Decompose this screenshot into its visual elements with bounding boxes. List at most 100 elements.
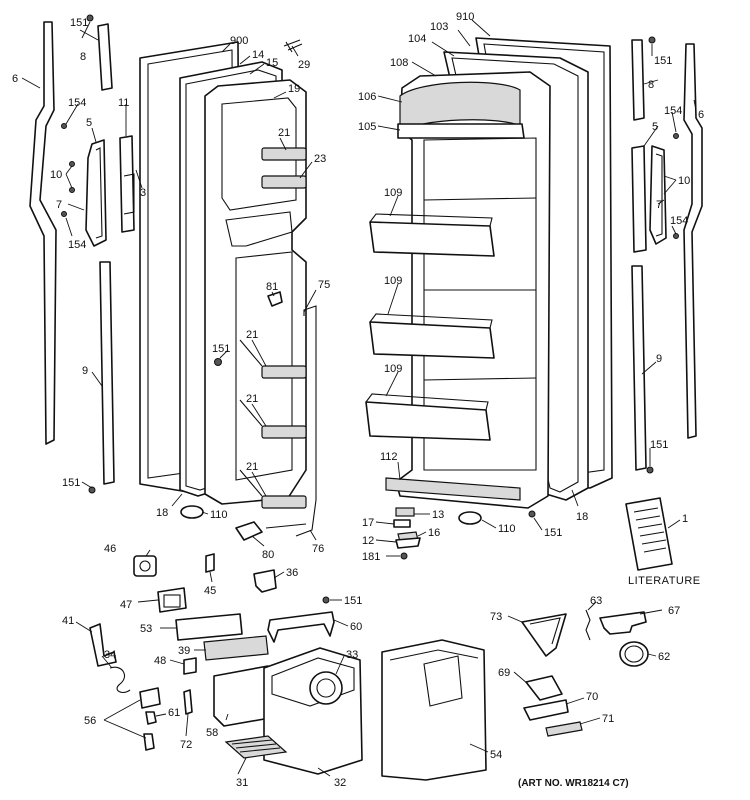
- trim-8-left: [97, 23, 113, 91]
- callout-154: 154: [664, 105, 682, 117]
- art-number-caption: (ART NO. WR18214 C7): [518, 778, 629, 789]
- screw-151-dispenser: [322, 596, 330, 604]
- control-39: [203, 635, 269, 661]
- solenoid-56: [139, 687, 161, 709]
- callout-72: 72: [180, 739, 192, 751]
- callout-48: 48: [154, 655, 166, 667]
- literature-booklet: [625, 497, 673, 571]
- callout-76: 76: [312, 543, 324, 555]
- pad-71: [545, 721, 583, 737]
- grommet-48: [183, 657, 197, 675]
- callout-13: 13: [432, 509, 444, 521]
- bushing-17: [393, 519, 411, 528]
- hinge-cover-110-right: [458, 511, 482, 525]
- screw-154-b: [61, 211, 67, 217]
- fresh-food-door-assembly: [365, 37, 613, 560]
- wiring-34: [109, 666, 131, 693]
- callout-9: 9: [82, 365, 88, 377]
- callout-154: 154: [670, 215, 688, 227]
- door-handle-trim-6-left: [29, 21, 57, 445]
- dispenser-cover-54: [381, 639, 487, 781]
- switch-46: [133, 555, 157, 577]
- callout-75: 75: [318, 279, 330, 291]
- ice-chute-73: [521, 613, 567, 657]
- callout-105: 105: [358, 121, 376, 133]
- callout-34: 34: [104, 649, 116, 661]
- door-shelf-21-top: [261, 147, 307, 161]
- screw-151-bottom-left: [88, 486, 96, 494]
- callout-21: 21: [278, 127, 290, 139]
- part-72: [183, 689, 193, 715]
- tube-76: [265, 523, 307, 529]
- hinge-12: [395, 537, 421, 549]
- callout-154: 154: [68, 239, 86, 251]
- callout-16: 16: [428, 527, 440, 539]
- door-shelf-21-upper: [261, 365, 307, 379]
- callout-54: 54: [490, 749, 502, 761]
- callout-151: 151: [544, 527, 562, 539]
- literature-label: LITERATURE: [628, 575, 701, 587]
- callout-56: 56: [84, 715, 96, 727]
- freezer-door-inner-liner: [204, 79, 307, 505]
- door-handle-trim-6-right: [683, 43, 703, 439]
- callout-29: 29: [298, 59, 310, 71]
- door-shelf-21-lower: [261, 495, 307, 509]
- screw-154-d: [673, 233, 679, 239]
- screw-154-c: [673, 133, 679, 139]
- callout-23: 23: [314, 153, 326, 165]
- fitting-56b: [143, 733, 155, 751]
- screw-10-a: [69, 161, 75, 167]
- callout-910: 910: [456, 11, 474, 23]
- callout-10: 10: [50, 169, 62, 181]
- lower-trim-9-right: [631, 265, 647, 471]
- handle-5-right: [631, 145, 647, 253]
- callout-18: 18: [576, 511, 588, 523]
- trim-8-right: [631, 39, 645, 121]
- callout-5: 5: [86, 117, 92, 129]
- callout-61: 61: [168, 707, 180, 719]
- hinge-13: [395, 507, 415, 517]
- part-45: [205, 553, 215, 573]
- callout-18: 18: [156, 507, 168, 519]
- bracket-60: [267, 611, 335, 643]
- lever-70: [523, 699, 569, 721]
- callout-5: 5: [652, 121, 658, 133]
- wire-75: [295, 305, 317, 537]
- callout-8: 8: [80, 51, 86, 63]
- lower-trim-9-left: [99, 261, 115, 485]
- bracket-67: [599, 611, 647, 635]
- callout-21: 21: [246, 461, 258, 473]
- harness-41: [89, 623, 117, 667]
- callout-80: 80: [262, 549, 274, 561]
- door-shelf-21-middle: [261, 425, 307, 439]
- callout-33: 33: [346, 649, 358, 661]
- dispenser-components: [89, 553, 649, 781]
- callout-110: 110: [498, 523, 516, 535]
- callout-109: 109: [384, 363, 402, 375]
- callout-110: 110: [210, 509, 228, 521]
- callout-31: 31: [236, 777, 248, 789]
- callout-151: 151: [344, 595, 362, 607]
- screw-151-top-right: [648, 36, 656, 44]
- gasket-47: [157, 587, 187, 613]
- callout-1: 1: [682, 513, 688, 525]
- door-bin-109-top: [369, 221, 495, 257]
- callout-7: 7: [656, 199, 662, 211]
- callout-154: 154: [68, 97, 86, 109]
- callout-112: 112: [380, 451, 398, 463]
- callout-900: 900: [230, 35, 248, 47]
- callout-104: 104: [408, 33, 426, 45]
- callout-7: 7: [56, 199, 62, 211]
- drip-tray-31: [224, 735, 288, 759]
- part-29: [283, 39, 303, 53]
- callout-103: 103: [430, 21, 448, 33]
- leader-lines: [21, 19, 697, 777]
- callout-109: 109: [384, 187, 402, 199]
- screw-151-top-left: [86, 14, 94, 22]
- screw-151-right-door: [528, 510, 536, 518]
- callout-181: 181: [362, 551, 380, 563]
- callout-41: 41: [62, 615, 74, 627]
- callout-14: 14: [252, 49, 264, 61]
- callout-106: 106: [358, 91, 376, 103]
